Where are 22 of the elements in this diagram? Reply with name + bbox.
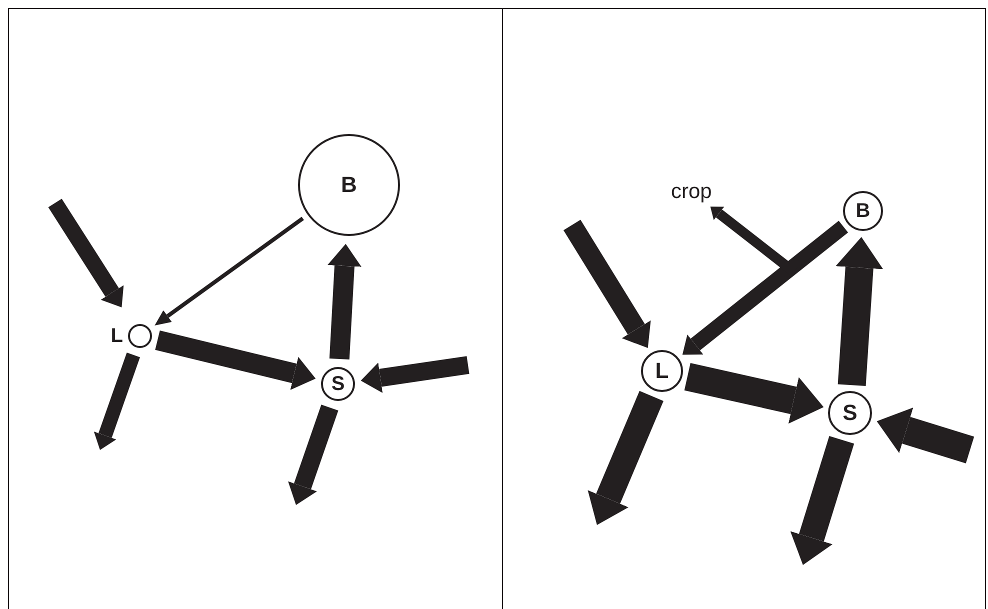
node-label: crop xyxy=(671,180,712,203)
arrow xyxy=(360,356,470,393)
arrow xyxy=(564,220,651,348)
node-label: B xyxy=(856,201,870,221)
arrow xyxy=(155,330,316,390)
arrow xyxy=(154,216,304,326)
arrow xyxy=(790,436,854,566)
node-label: L xyxy=(110,326,123,346)
arrow xyxy=(328,244,362,360)
arrow xyxy=(288,404,338,505)
arrow xyxy=(588,390,664,526)
panel-frame xyxy=(8,8,503,609)
arrow xyxy=(48,198,124,308)
arrow xyxy=(94,352,140,450)
arrow xyxy=(876,408,974,464)
panel-frame xyxy=(502,8,986,609)
node-label: L xyxy=(655,360,669,382)
arrow xyxy=(682,220,848,355)
node-label: S xyxy=(331,374,345,394)
arrow xyxy=(836,236,884,386)
node-label: B xyxy=(341,174,357,196)
node-label: S xyxy=(842,402,858,424)
